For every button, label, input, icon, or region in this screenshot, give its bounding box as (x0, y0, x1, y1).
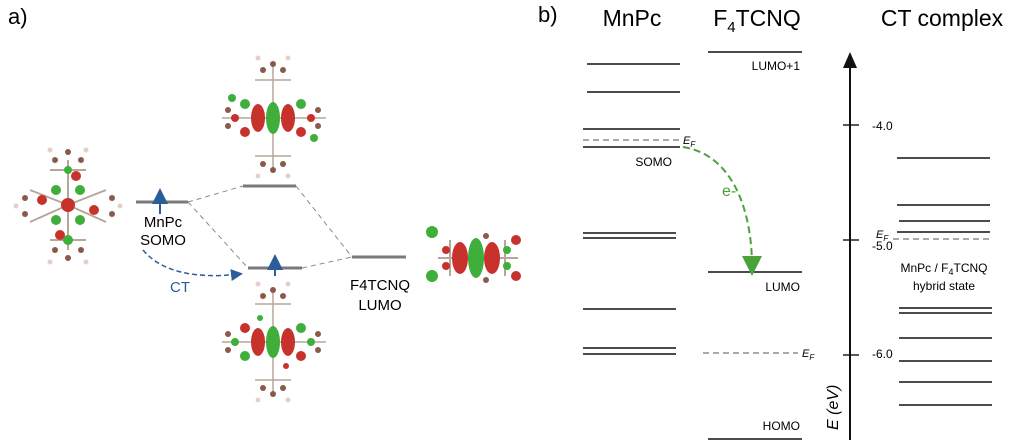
tick-label: -4.0 (872, 119, 893, 133)
hybrid-state-label-line1: MnPc / F4TCNQ (900, 261, 987, 277)
homo-label: HOMO (763, 419, 800, 433)
ct-complex-levels (897, 157, 992, 406)
ct-fermi-label: EF (876, 229, 889, 243)
axis-arrow-icon (843, 52, 857, 68)
tick-label: -5.0 (872, 239, 893, 253)
energy-axis (843, 52, 859, 440)
f4tcnq-molecule-image (426, 226, 521, 283)
electron-transfer-arrow (682, 146, 762, 276)
ct-label: CT (170, 279, 190, 296)
panel-b-label: b) (538, 2, 558, 27)
mnpc-molecule-image (13, 147, 123, 265)
mnpc-fermi-label: EF (683, 135, 696, 149)
hybrid-state-label-line2: hybrid state (913, 279, 975, 293)
lumo-plus1-label: LUMO+1 (752, 59, 801, 73)
f4tcnq-fermi-label: EF (802, 348, 815, 362)
lumo-label: LUMO (358, 297, 401, 314)
mnpc-label: MnPc (144, 214, 183, 231)
ct-complex-column-title: CT complex (881, 5, 1004, 31)
lower-hybrid-orbital-image (222, 281, 326, 403)
orbital-correlation-lines (187, 185, 353, 269)
mnpc-column-title: MnPc (603, 5, 662, 31)
f4tcnq-lumo-label: LUMO (765, 280, 800, 294)
energy-axis-label: E (eV) (825, 385, 842, 430)
panel-a-label: a) (8, 4, 28, 29)
f4tcnq-label: F4TCNQ (350, 277, 410, 294)
ct-arrow (142, 249, 243, 281)
mnpc-levels (583, 63, 680, 355)
electron-label: e- (722, 183, 736, 200)
upper-hybrid-orbital-image (222, 55, 326, 179)
mnpc-somo-label: SOMO (635, 155, 672, 169)
tick-label: -6.0 (872, 347, 893, 361)
somo-label: SOMO (140, 232, 186, 249)
f4tcnq-column-title: F4TCNQ (713, 5, 801, 36)
